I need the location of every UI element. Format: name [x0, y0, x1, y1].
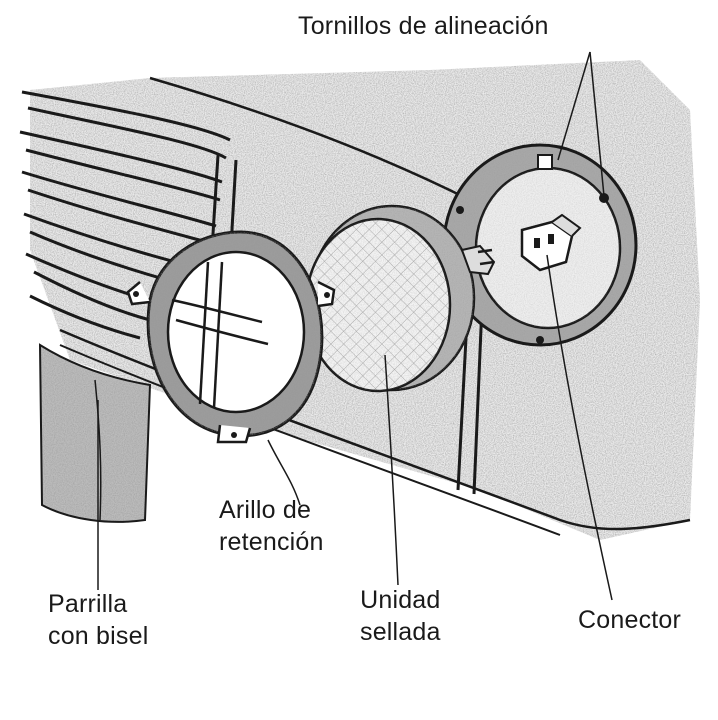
bezel-panel: [38, 343, 152, 523]
label-alignment-screws: Tornillos de alineación: [298, 12, 549, 40]
leader-alignment-screw-1: [557, 51, 591, 161]
sealed-beam-unit: [304, 204, 496, 393]
grille-slats: [19, 90, 231, 340]
label-retaining-ring: Arillo de retención: [219, 496, 324, 556]
leader-connector: [546, 254, 613, 601]
alignment-screw-side-icon: [599, 193, 609, 203]
leader-lines: [97, 51, 613, 601]
connector-plug-icon: [520, 213, 582, 272]
label-connector: Conector: [578, 606, 682, 634]
alignment-screw-top-icon: [537, 154, 553, 170]
leader-alignment-screw-2: [589, 51, 605, 197]
label-sealed-unit: Unidad sellada: [360, 586, 441, 646]
retaining-ring: [126, 230, 336, 444]
leader-sealed-unit: [384, 354, 399, 586]
leader-retaining-ring: [267, 439, 301, 506]
label-grille-bezel: Parrilla con bisel: [48, 590, 149, 650]
